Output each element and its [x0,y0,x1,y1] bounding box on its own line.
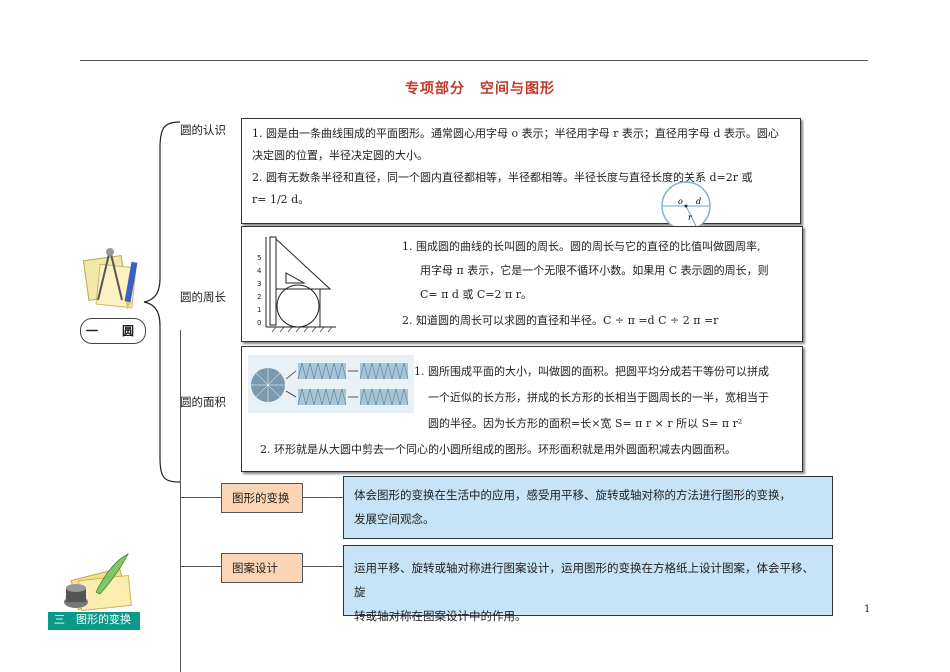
pattern-design-line: 转或轴对称在图案设计中的作用。 [354,609,527,623]
section-one-brace [143,121,181,483]
quill-paper-illustration-icon [64,553,132,612]
label-o: o [678,197,683,206]
connector-line [180,497,222,498]
ruler-tick-label: 2 [257,293,261,301]
circumference-line: 2. 知道圆的周长可以求圆的直径和半径。C ÷ π =d C ÷ 2 π =r [402,314,719,327]
circle-basics-line: 1. 圆是由一条曲线围成的平面图形。通常圆心用字母 o 表示；半径用字母 r 表… [252,127,779,140]
circle-basics-line: 决定圆的位置，半径决定圆的大小。 [252,149,428,162]
area-box: 1. 圆所围成平面的大小，叫做圆的面积。把圆平均分成若干等份可以拼成 一个近似的… [241,346,803,472]
ruler-tick-label: 4 [257,267,262,275]
label-d: d [696,197,701,206]
connector-line [303,566,343,567]
circle-diagram: o d r [661,181,711,231]
topic-label-circumference: 圆的周长 [180,290,226,304]
label-r: r [688,213,693,222]
transformations-box: 体会图形的变换在生活中的应用，感受用平移、旋转或轴对称的方法进行图形的变换， 发… [343,476,833,539]
ruler-triangle-diagram: 5 4 3 2 1 0 [257,236,336,333]
area-rearrange-diagram [248,355,414,413]
circumference-text: 1. 围成圆的曲线的长叫圆的周长。圆的周长与它的直径的比值叫做圆周率, 用字母 … [402,235,798,333]
topic-label-circle-basics: 圆的认识 [180,123,226,137]
ruler-tick-label: 0 [257,319,261,327]
compass-illustration-icon [82,248,138,310]
section-three-banner: 三 图形的变换 [48,612,140,630]
circle-basics-box: 1. 圆是由一条曲线围成的平面图形。通常圆心用字母 o 表示；半径用字母 r 表… [241,118,801,224]
area-line: 圆的半径。因为长方形的面积=长×宽 S= π r × r 所以 S= π r² [428,417,743,430]
circumference-line: 1. 围成圆的曲线的长叫圆的周长。圆的周长与它的直径的比值叫做圆周率, [402,240,761,253]
connector-line [180,566,222,567]
area-line: 2. 环形就是从大圆中剪去一个同心的小圆所组成的图形。环形面积就是用外圆面积减去… [260,443,736,456]
transformations-line: 体会图形的变换在生活中的应用，感受用平移、旋转或轴对称的方法进行图形的变换， [354,488,791,502]
area-line: 1. 圆所围成平面的大小，叫做圆的面积。把圆平均分成若干等份可以拼成 [414,365,769,378]
page-title: 专项部分 空间与图形 [405,81,555,97]
topic-label-area: 圆的面积 [180,395,226,409]
transformations-line: 发展空间观念。 [354,512,435,526]
pattern-design-box: 运用平移、旋转或轴对称进行图案设计，运用图形的变换在方格纸上设计图案，体会平移、… [343,545,833,623]
area-line: 一个近似的长方形，拼成的长方形的长相当于圆周长的一半，宽相当于 [428,391,769,404]
section-one-label: 一 圆 [80,318,146,344]
circle-basics-line: r= 1/2 d。 [252,193,310,206]
circumference-line: C= π d 或 C=2 π r。 [420,288,533,301]
pattern-design-line: 运用平移、旋转或轴对称进行图案设计，运用图形的变换在方格纸上设计图案，体会平移、… [354,561,814,599]
area-text: 1. 圆所围成平面的大小，叫做圆的面积。把圆平均分成若干等份可以拼成 一个近似的… [414,359,798,437]
ruler-tick-label: 1 [257,306,261,314]
circumference-line: 用字母 π 表示，它是一个无限不循环小数。如果用 C 表示圆的周长，则 [420,264,769,277]
tag-transformations: 图形的变换 [221,483,303,513]
ruler-tick-label: 3 [257,280,261,288]
circumference-box: 5 4 3 2 1 0 1. 围成圆的曲线的长叫圆的周长。圆的周长与它的直径的比… [241,226,803,342]
connector-line [180,330,181,672]
ruler-tick-label: 5 [257,254,261,262]
page-number: 1 [864,604,871,615]
circle-basics-line: 2. 圆有无数条半径和直径，同一个圆内直径都相等，半径都相等。半径长度与直径长度… [252,171,753,184]
tag-pattern-design: 图案设计 [221,553,303,583]
connector-line [303,497,343,498]
top-rule [80,60,868,61]
